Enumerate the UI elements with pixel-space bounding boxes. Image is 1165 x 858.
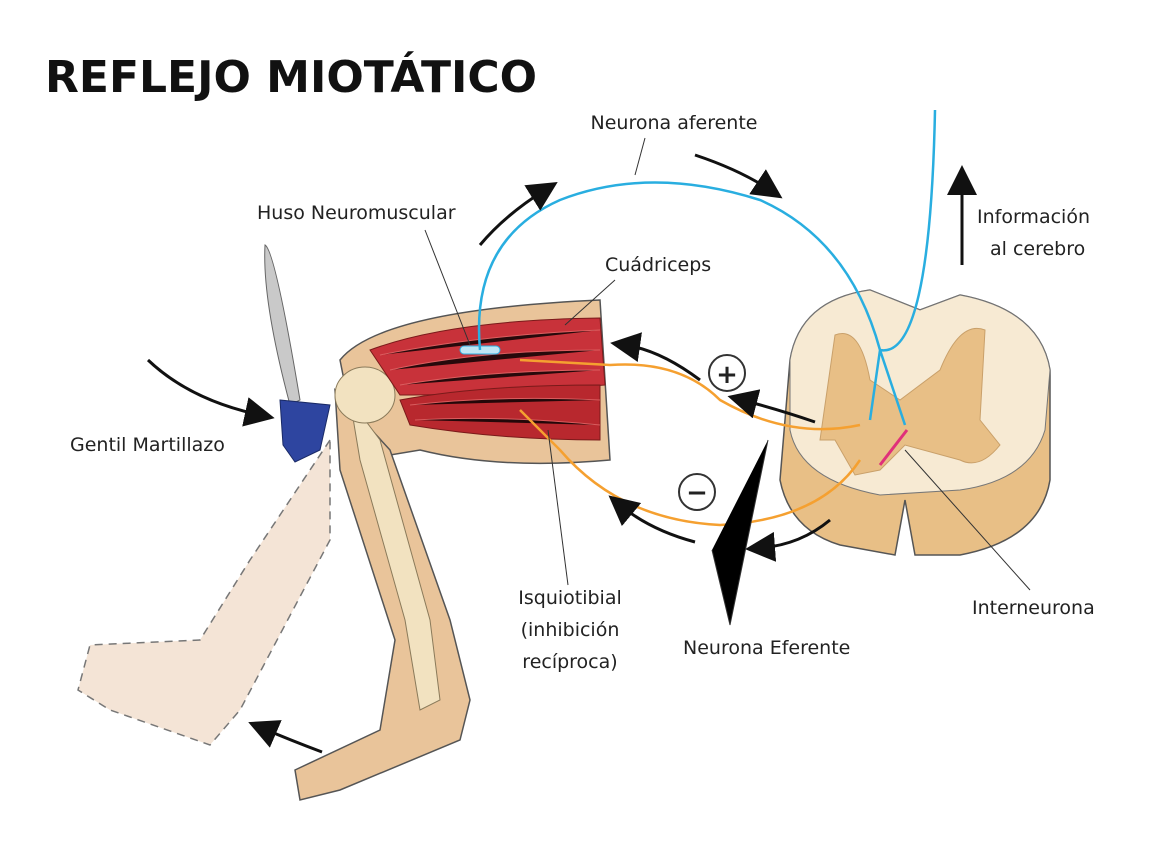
afferent-neuron-path xyxy=(477,109,937,426)
arrow-minus-1 xyxy=(608,495,696,544)
arrow-afferent-up xyxy=(478,182,558,246)
label-brain-info-2: al cerebro xyxy=(990,238,1085,260)
excitation-sign-circle xyxy=(708,354,746,392)
arrow-leg-kick xyxy=(248,720,323,754)
label-hamstring-3: recíproca) xyxy=(522,651,617,673)
inhibition-sign-circle xyxy=(678,473,716,511)
label-hammer: Gentil Martillazo xyxy=(70,434,225,456)
arrow-afferent-down xyxy=(694,153,783,199)
arrow-plus-2 xyxy=(727,389,816,424)
label-hamstring-1: Isquiotibial xyxy=(518,587,622,609)
reflex-hammer-handle xyxy=(264,244,301,406)
excitation-sign: + xyxy=(716,360,738,390)
arrow-minus-2 xyxy=(745,518,831,562)
inhibition-sign: − xyxy=(686,478,708,508)
efferent-neuron-inhibitory xyxy=(519,409,862,527)
label-hamstring-2: (inhibición xyxy=(521,619,620,641)
knee-cap xyxy=(334,366,396,424)
kicked-leg-ghost xyxy=(77,437,331,746)
efferent-neuron-excitatory xyxy=(519,358,861,431)
label-quadriceps: Cuádriceps xyxy=(605,254,711,276)
label-afferent-neuron: Neurona aferente xyxy=(591,112,758,134)
label-interneuron: Interneurona xyxy=(972,597,1095,619)
arrow-plus-1 xyxy=(610,332,701,382)
interneuron-path xyxy=(878,429,909,466)
label-muscle-spindle: Huso Neuromuscular xyxy=(257,202,456,224)
diagram-title: REFLEJO MIOTÁTICO xyxy=(45,50,537,103)
label-efferent-neuron: Neurona Eferente xyxy=(683,637,850,659)
tibia-bone xyxy=(349,399,441,711)
label-brain-info-1: Información xyxy=(977,206,1090,228)
spinal-cord xyxy=(779,289,1051,556)
reflex-hammer-head xyxy=(279,399,331,463)
arrow-hammer xyxy=(146,358,275,427)
